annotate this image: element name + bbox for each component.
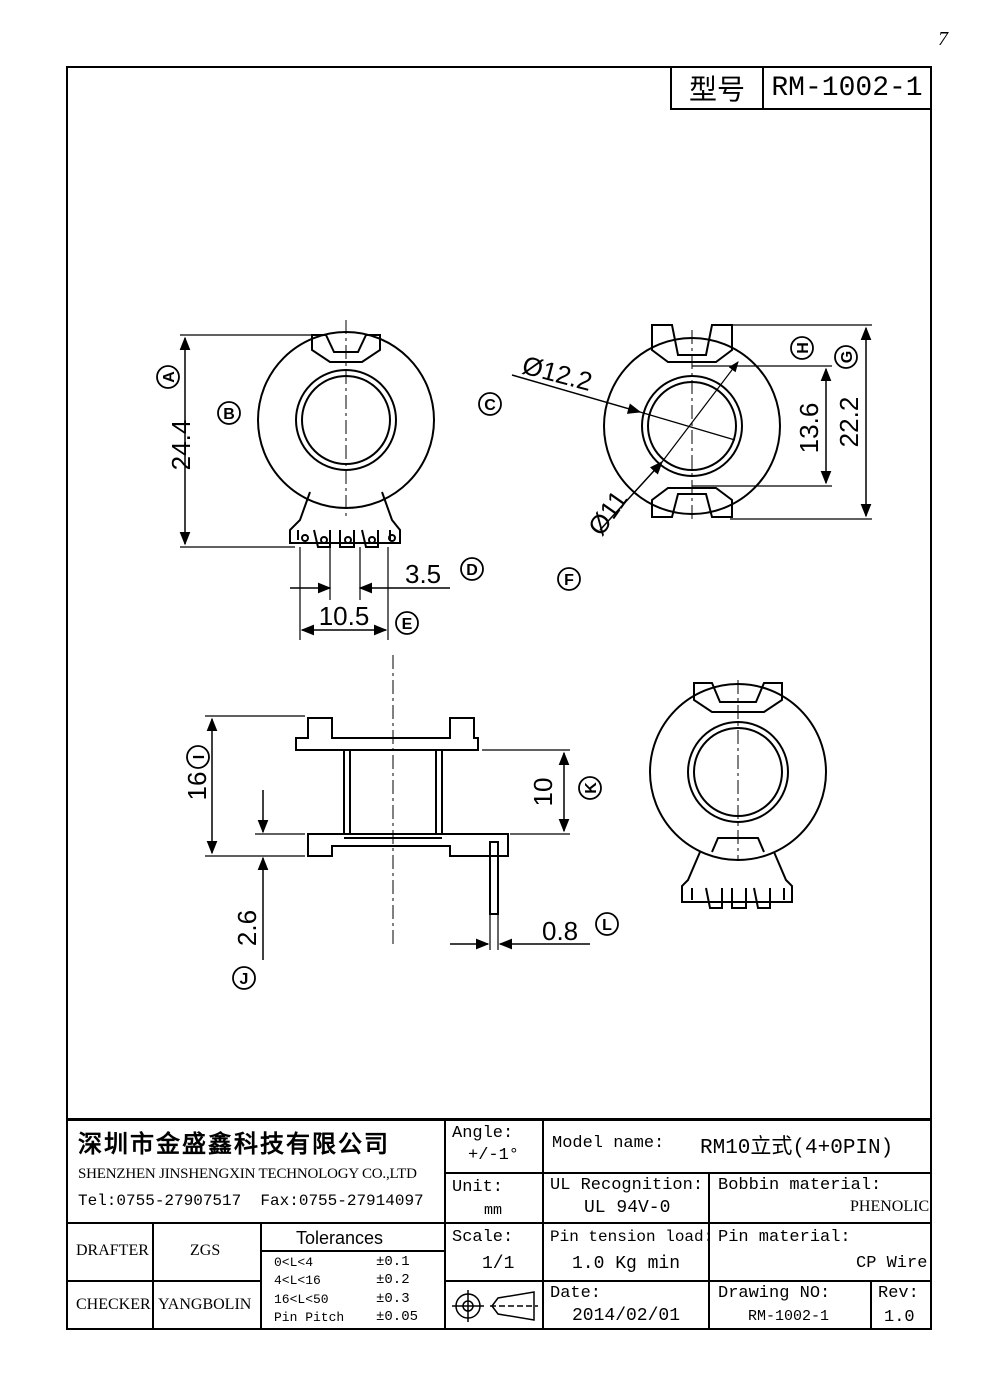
callout-f-label: F xyxy=(564,572,574,589)
callout-l-label: L xyxy=(602,917,612,934)
ul-value: UL 94V-0 xyxy=(584,1198,671,1218)
rev-label: Rev: xyxy=(878,1284,919,1303)
callout-e-label: E xyxy=(402,616,413,633)
drawing-no-value: RM-1002-1 xyxy=(748,1308,830,1325)
pin-tension-label: Pin tension load: xyxy=(550,1228,714,1246)
top-view-topright xyxy=(511,324,872,531)
tolerance-range-4: Pin Pitch xyxy=(274,1310,345,1325)
bottom-view xyxy=(649,680,827,909)
model-label: 型号 xyxy=(672,68,764,108)
pin-material-value: CP Wire xyxy=(856,1254,928,1273)
callout-h xyxy=(790,336,814,360)
drafter-value: ZGS xyxy=(190,1242,221,1259)
tolerance-range-3: 16<L<50 xyxy=(274,1292,329,1307)
dim-d12-2: Ø12.2 xyxy=(519,350,595,397)
scale-label: Scale: xyxy=(452,1228,514,1247)
ul-label: UL Recognition: xyxy=(550,1176,704,1195)
rev-value: 1.0 xyxy=(884,1308,915,1327)
company-name-en: SHENZHEN JINSHENGXIN TECHNOLOGY CO.,LTD xyxy=(78,1166,417,1182)
unit-value: mm xyxy=(484,1202,503,1219)
bobbin-material-value: PHENOLIC xyxy=(850,1198,930,1215)
callout-h-label: H xyxy=(795,342,812,354)
bobbin-material-label: Bobbin material: xyxy=(718,1176,882,1195)
tolerance-value-1: ±0.1 xyxy=(376,1254,410,1270)
date-value: 2014/02/01 xyxy=(572,1306,681,1326)
dim-10: 10 xyxy=(528,778,558,807)
tolerance-range-1: 0<L<4 xyxy=(274,1255,314,1270)
pin-tension-value: 1.0 Kg min xyxy=(572,1254,681,1274)
page-number: 7 xyxy=(938,28,948,50)
front-view-topleft xyxy=(179,320,450,640)
callout-j xyxy=(232,966,256,990)
model-box: 型号 RM-1002-1 xyxy=(670,66,932,110)
dim-0-8: 0.8 xyxy=(542,916,578,946)
model-value: RM-1002-1 xyxy=(771,72,923,104)
checker-value: YANGBOLIN xyxy=(158,1296,252,1313)
angle-label: Angle: xyxy=(452,1124,514,1143)
callout-g xyxy=(834,345,858,369)
callout-i-label: I xyxy=(191,755,208,759)
callout-e xyxy=(395,611,419,635)
company-name-cn: 深圳市金盛鑫科技有限公司 xyxy=(78,1130,390,1158)
callout-d xyxy=(460,557,484,581)
callout-b xyxy=(217,401,241,425)
callout-g-label: G xyxy=(839,351,856,363)
callout-f xyxy=(557,567,581,591)
tolerance-value-2: ±0.2 xyxy=(376,1272,410,1288)
callout-j-label: J xyxy=(240,971,249,988)
callout-k xyxy=(578,776,602,800)
callout-k-label: K xyxy=(583,782,600,794)
dim-13-6: 13.6 xyxy=(794,403,824,454)
dim-10-5: 10.5 xyxy=(319,601,370,631)
angle-value: +/-1° xyxy=(468,1146,520,1165)
dim-3-5: 3.5 xyxy=(405,559,441,589)
date-label: Date: xyxy=(550,1284,602,1303)
dim-2-6: 2.6 xyxy=(232,910,262,946)
dim-24-4: 24.4 xyxy=(166,420,196,471)
tolerance-value-4: ±0.05 xyxy=(376,1309,419,1325)
drawing-no-label: Drawing NO: xyxy=(718,1284,831,1303)
dim-22-2: 22.2 xyxy=(834,397,864,448)
model-name-value: RM10立式(4+0PIN) xyxy=(700,1137,894,1160)
callout-b-label: B xyxy=(223,406,235,423)
checker-label: CHECKER xyxy=(76,1296,151,1313)
callout-d-label: D xyxy=(466,562,478,579)
model-name-label: Model name: xyxy=(552,1134,665,1153)
drafter-label: DRAFTER xyxy=(76,1242,149,1259)
callout-l xyxy=(595,912,619,936)
tolerances-title: Tolerances xyxy=(296,1228,384,1248)
callout-c-label: C xyxy=(484,397,496,414)
callout-c xyxy=(478,392,502,416)
drawing-frame xyxy=(66,66,932,1330)
side-view xyxy=(205,655,590,960)
dim-d11: Ø11 xyxy=(582,485,634,541)
unit-label: Unit: xyxy=(452,1178,504,1197)
callout-a xyxy=(156,365,180,389)
tolerance-range-2: 4<L<16 xyxy=(274,1273,321,1288)
projection-symbol-icon xyxy=(452,1290,538,1322)
tolerance-value-3: ±0.3 xyxy=(376,1291,410,1307)
callout-i xyxy=(186,745,210,769)
callout-a-label: A xyxy=(161,371,178,383)
company-contact: Tel:0755-27907517 Fax:0755-27914097 xyxy=(78,1192,424,1210)
dim-16: 16 xyxy=(182,772,212,801)
pin-material-label: Pin material: xyxy=(718,1228,851,1247)
scale-value: 1/1 xyxy=(482,1254,515,1274)
